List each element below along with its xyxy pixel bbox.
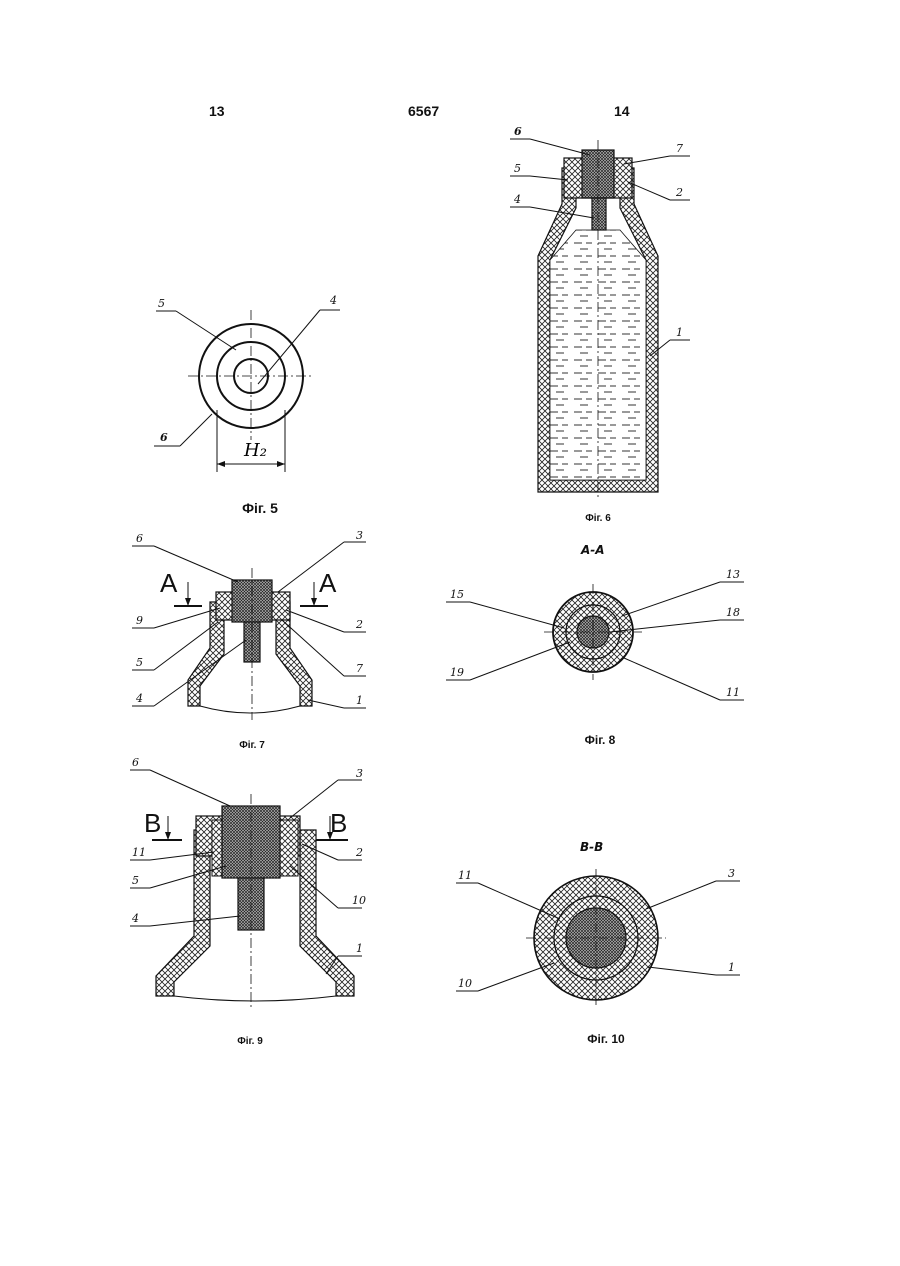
fig8-label-15: 15	[450, 588, 464, 601]
fig6-label-1: 1	[676, 326, 683, 339]
fig8-drawing: A-A 15 19 13 18 11	[440, 540, 760, 720]
fig5-label-4: 4	[329, 294, 337, 307]
fig10-label-3: 3	[728, 867, 735, 880]
fig10-caption: Фіг. 10	[576, 1032, 636, 1046]
fig8-label-11: 11	[726, 686, 740, 699]
fig9-section-mark-right: B	[330, 808, 347, 838]
fig8-caption: Фіг. 8	[570, 733, 630, 747]
fig9-caption: Фіг. 9	[220, 1036, 280, 1047]
fig7-label-4: 4	[135, 692, 143, 705]
fig8-label-18: 18	[726, 606, 740, 619]
fig8-section-title: A-A	[580, 543, 605, 557]
fig7-label-7: 7	[356, 662, 363, 675]
fig6-caption: Фіг. 6	[568, 513, 628, 524]
fig9-label-4: 4	[131, 912, 139, 925]
fig7-label-2: 2	[355, 618, 363, 631]
fig10-label-1: 1	[728, 961, 735, 974]
fig6-label-5: 5	[514, 162, 521, 175]
fig5-caption: Фіг. 5	[220, 500, 300, 516]
fig7-label-6: 6	[136, 532, 143, 545]
fig5-label-6: 6	[160, 431, 168, 444]
fig9-label-1: 1	[356, 942, 363, 955]
fig8-label-19: 19	[450, 666, 464, 679]
fig9-label-2: 2	[355, 846, 363, 859]
fig7-label-3: 3	[356, 529, 363, 542]
fig6-label-7: 7	[676, 142, 683, 155]
fig9-label-5: 5	[132, 874, 139, 887]
fig10-label-10: 10	[458, 977, 472, 990]
fig10-label-11: 11	[458, 869, 472, 882]
fig9-label-11: 11	[132, 846, 146, 859]
document-number: 6567	[408, 103, 439, 119]
fig9-label-10: 10	[352, 894, 366, 907]
fig6-label-6: 6	[514, 125, 522, 138]
fig7-drawing: A A 6 3 9 5 4 2 7 1	[120, 530, 380, 730]
fig9-section-mark-left: B	[144, 808, 161, 838]
fig7-section-mark-right: A	[319, 568, 337, 598]
fig6-label-4: 4	[513, 193, 521, 206]
fig6-stem	[592, 198, 606, 230]
fig8-label-13: 13	[726, 568, 740, 581]
fig5-dimension-h2: H₂	[243, 440, 267, 461]
fig9-label-3: 3	[356, 767, 363, 780]
fig9-drawing: B B 6 3 11 5 4 2 10 1	[120, 760, 380, 1020]
fig6-drawing: 6 5 4 7 2 1	[500, 120, 700, 500]
fig7-label-9: 9	[136, 614, 143, 627]
fig10-drawing: B-B 11 10 3 1	[450, 835, 750, 1015]
fig5-drawing: 5 4 6 H₂	[140, 280, 360, 480]
page-number-right: 14	[614, 103, 630, 119]
fig7-section-mark-left: A	[160, 568, 178, 598]
fig10-section-title: B-B	[580, 840, 603, 854]
fig5-label-5: 5	[158, 297, 165, 310]
fig6-label-2: 2	[675, 186, 683, 199]
page-number-left: 13	[209, 103, 225, 119]
fig7-label-1: 1	[356, 694, 363, 707]
fig7-label-5: 5	[136, 656, 143, 669]
fig7-caption: Фіг. 7	[222, 740, 282, 751]
fig9-label-6: 6	[132, 756, 139, 769]
